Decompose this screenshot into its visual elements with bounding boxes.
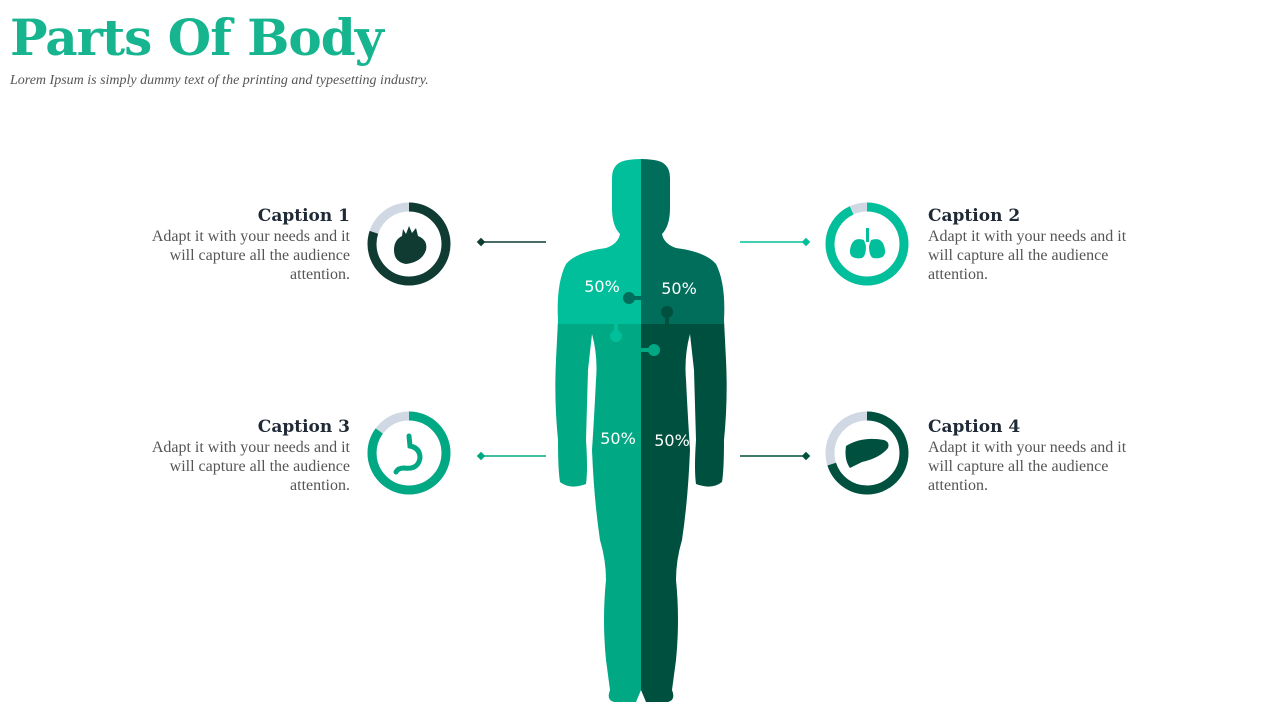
- connector-1: [476, 237, 546, 247]
- body-figure: 50% 50% 50% 50%: [555, 159, 727, 702]
- caption-2-title: Caption 2: [928, 206, 1021, 226]
- page-subtitle: Lorem Ipsum is simply dummy text of the …: [10, 73, 429, 88]
- puzzle-knob-stem: [614, 323, 618, 336]
- page-title: Parts Of Body: [10, 8, 384, 67]
- puzzle-knob-stem: [629, 296, 643, 300]
- connector-4: [740, 451, 811, 461]
- caption-1-text: Adapt it with your needs and it will cap…: [151, 228, 350, 283]
- segment-label-upper-left: 50%: [584, 277, 620, 296]
- connector-3: [476, 451, 546, 461]
- puzzle-knob-stem: [640, 348, 654, 352]
- segment-label-lower-right: 50%: [654, 431, 690, 450]
- caption-1: Caption 1 Adapt it with your needs and i…: [130, 205, 350, 284]
- segment-label-upper-right: 50%: [661, 279, 697, 298]
- donut-progress-3: [367, 411, 451, 495]
- segment-label-lower-left: 50%: [600, 429, 636, 448]
- liver-icon: [845, 438, 889, 468]
- caption-2-text: Adapt it with your needs and it will cap…: [928, 228, 1127, 283]
- heart-icon: [394, 226, 427, 264]
- connector-2: [740, 237, 811, 247]
- caption-1-title: Caption 1: [257, 206, 350, 226]
- caption-2: Caption 2 Adapt it with your needs and i…: [928, 205, 1148, 284]
- donut-progress-2: [825, 202, 909, 286]
- caption-4-text: Adapt it with your needs and it will cap…: [928, 439, 1127, 494]
- donut-progress-1: [367, 202, 451, 286]
- caption-3: Caption 3 Adapt it with your needs and i…: [130, 416, 350, 495]
- caption-3-title: Caption 3: [257, 417, 350, 437]
- donut-progress-4: [825, 411, 909, 495]
- puzzle-knob-stem: [665, 312, 669, 325]
- caption-4-title: Caption 4: [928, 417, 1021, 437]
- stomach-icon: [393, 433, 423, 475]
- donut-group: [367, 202, 909, 495]
- caption-4: Caption 4 Adapt it with your needs and i…: [928, 416, 1148, 495]
- lungs-icon: [849, 228, 886, 259]
- caption-3-text: Adapt it with your needs and it will cap…: [151, 439, 350, 494]
